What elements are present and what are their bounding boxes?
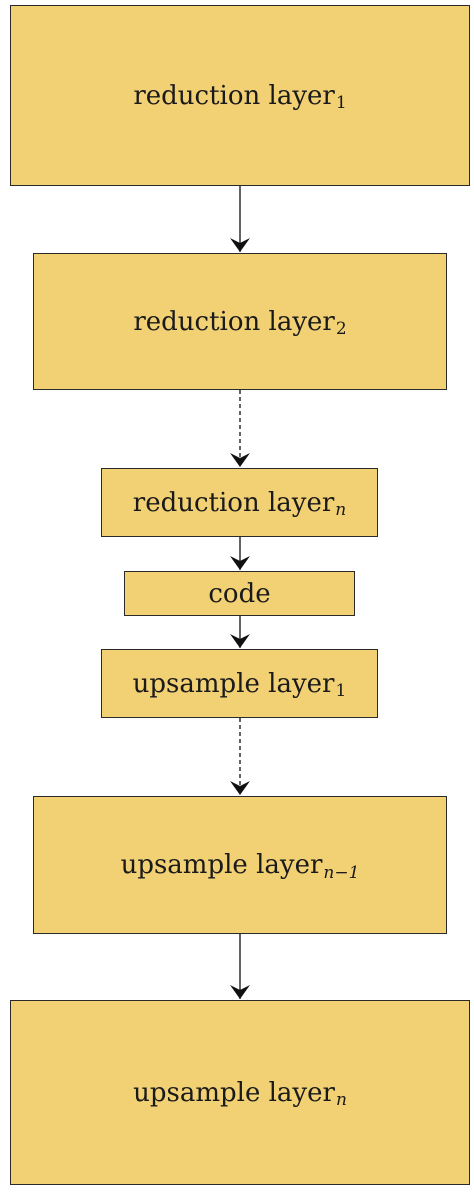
node-label: upsample layer <box>132 668 335 699</box>
node-subscript: n−1 <box>323 862 360 883</box>
node-label: upsample layer <box>133 1077 335 1108</box>
node-subscript: 2 <box>335 319 347 339</box>
node-label: reduction layer <box>132 487 335 518</box>
node-label: upsample layer <box>120 850 323 880</box>
node-code: code <box>124 571 355 616</box>
node-subscript: n <box>335 500 347 520</box>
node-label: code <box>208 578 271 609</box>
node-subscript: 1 <box>335 681 347 701</box>
node-label: reduction layer <box>133 80 335 111</box>
node-label: reduction layer <box>133 306 335 337</box>
node-subscript: 1 <box>335 93 347 113</box>
node-subscript: n <box>335 1090 347 1110</box>
